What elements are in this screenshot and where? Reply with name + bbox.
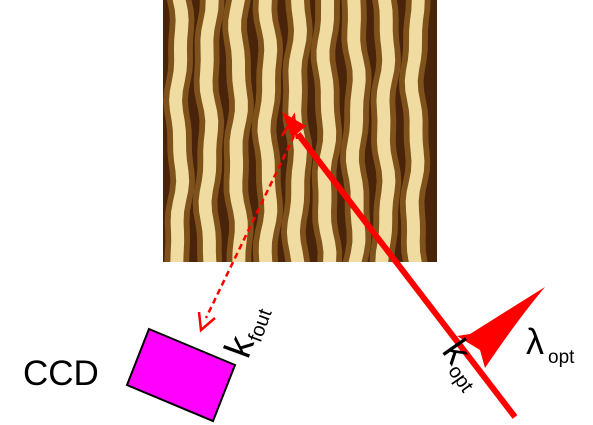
ccd-label: CCD [23,354,99,393]
afm-stripe [404,0,425,262]
afm-stripe [198,0,219,262]
lambda-opt-label-sub: opt [548,347,575,368]
wavelength-marker-shape [457,287,545,368]
scattered-beam-line [204,135,296,319]
wavelength-marker [457,287,545,368]
k-fout-label-sub: fout [245,306,277,345]
ccd-detector [125,327,237,423]
incident-beam-line [295,132,518,419]
scattered-beam-head-bottom [197,311,216,333]
k-fout-label: k fout [217,306,277,363]
afm-stripe [345,0,366,262]
lambda-opt-label: λ opt [526,321,575,368]
afm-stripe [169,0,190,262]
lambda-opt-label-main: λ [526,321,544,362]
ccd-detector-box [125,327,237,423]
afm-stripe [375,0,396,262]
incident-beam-head [282,112,306,138]
afm-stripe [316,0,337,262]
afm-stripe [228,0,248,262]
incident-beam-arrow [282,112,518,419]
afm-stripe [257,0,278,262]
